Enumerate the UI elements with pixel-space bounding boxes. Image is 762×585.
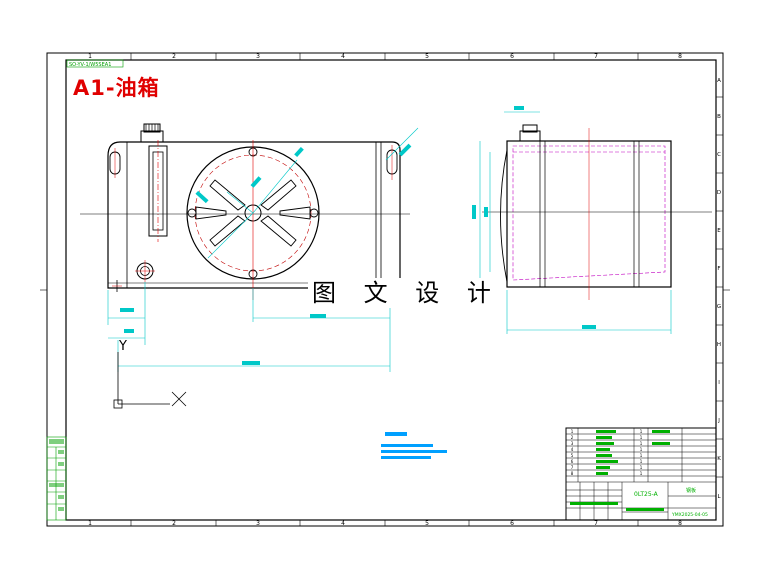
side-filler-cap-icon xyxy=(519,124,541,142)
col-label: 4 xyxy=(341,520,345,527)
side-slot-left xyxy=(109,148,121,178)
svg-text:3: 3 xyxy=(571,441,574,446)
col-label: 3 xyxy=(256,53,260,60)
col-label: 7 xyxy=(594,520,598,527)
front-view: Y X xyxy=(80,123,419,409)
dimension-labels-front xyxy=(120,143,412,365)
part-material: 钢板 xyxy=(686,487,696,494)
row-label: E xyxy=(717,228,721,234)
svg-text:2: 2 xyxy=(571,435,574,440)
col-label: 2 xyxy=(172,520,176,527)
svg-text:1: 1 xyxy=(640,435,643,440)
part-name: 0LT25-A xyxy=(634,491,659,498)
zone-col-labels-top: 1 2 3 4 5 6 7 8 xyxy=(88,53,682,60)
stamp-box: SO-YV-1/W5SEA1 xyxy=(66,59,124,68)
zone-row-labels: A B C D E F G H I J K L xyxy=(717,78,722,500)
row-label: B xyxy=(717,114,721,120)
inner-border xyxy=(65,59,717,521)
watermark-text: 图 文 设 计 xyxy=(308,278,505,308)
stamp-text: SO-YV-1/W5SEA1 xyxy=(69,62,111,68)
col-label: 8 xyxy=(678,53,682,60)
side-view xyxy=(472,106,712,334)
col-label: 2 xyxy=(172,53,176,60)
svg-text:1: 1 xyxy=(640,471,643,476)
row-label: I xyxy=(718,380,720,386)
col-label: 5 xyxy=(425,520,429,527)
row-label: A xyxy=(717,78,721,84)
bottom-bolt-left xyxy=(112,280,122,292)
zone-col-labels-bottom: 1 2 3 4 5 6 7 8 xyxy=(88,520,682,527)
dimensions-side xyxy=(479,111,672,334)
col-label: 5 xyxy=(425,53,429,60)
col-label: 6 xyxy=(510,53,514,60)
col-label: 7 xyxy=(594,53,598,60)
svg-text:1: 1 xyxy=(640,429,643,434)
ucs-axis-icon: Y xyxy=(113,339,187,409)
filler-cap-icon xyxy=(140,123,164,143)
row-label: L xyxy=(717,494,721,500)
svg-text:4: 4 xyxy=(571,447,574,452)
dimensions-front xyxy=(107,127,419,372)
drawing-code: YMX2025-04-05 xyxy=(671,512,708,518)
row-label: J xyxy=(717,418,720,424)
col-label: 6 xyxy=(510,520,514,527)
axis-y-label: Y xyxy=(118,339,127,354)
left-sidebar-table xyxy=(46,436,67,521)
zone-ticks xyxy=(40,53,730,526)
side-curved-edge xyxy=(500,149,508,283)
svg-text:1: 1 xyxy=(640,447,643,452)
svg-text:5: 5 xyxy=(571,453,574,458)
row-label: F xyxy=(717,266,720,272)
svg-text:1: 1 xyxy=(640,465,643,470)
dimension-labels-side xyxy=(472,106,596,329)
drain-plug-icon xyxy=(135,260,155,282)
svg-text:1: 1 xyxy=(571,429,574,434)
col-label: 1 xyxy=(88,520,92,527)
svg-text:6: 6 xyxy=(571,459,574,464)
row-label: G xyxy=(717,304,721,310)
col-label: 3 xyxy=(256,520,260,527)
svg-text:1: 1 xyxy=(640,453,643,458)
title-block: 123 456 78 111 111 11 0LT25-A 钢板 YMX2025… xyxy=(565,427,717,521)
svg-text:7: 7 xyxy=(571,465,574,470)
row-label: H xyxy=(717,342,721,348)
row-label: D xyxy=(717,190,721,196)
row-label: K xyxy=(717,456,721,462)
drawing-title: A1-油箱 xyxy=(73,76,160,100)
technical-notes xyxy=(381,432,447,459)
svg-text:1: 1 xyxy=(640,459,643,464)
col-label: 4 xyxy=(341,53,345,60)
col-label: 1 xyxy=(88,53,92,60)
svg-text:1: 1 xyxy=(640,441,643,446)
level-gauge-icon xyxy=(148,140,168,242)
row-label: C xyxy=(717,152,721,158)
col-label: 8 xyxy=(678,520,682,527)
svg-text:8: 8 xyxy=(571,471,574,476)
side-slot-right xyxy=(386,145,398,180)
